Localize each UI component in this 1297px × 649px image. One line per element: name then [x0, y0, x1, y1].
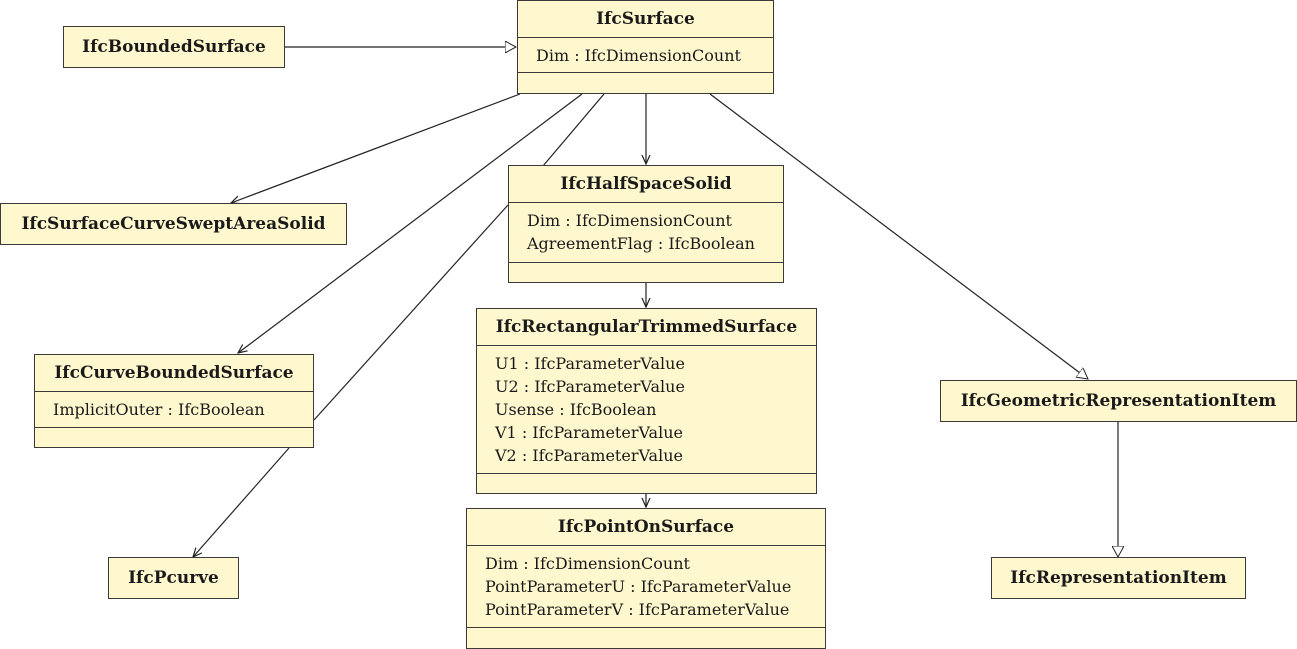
edge-surface-to-pcurve-middle: [313, 204, 509, 421]
class-operations: [518, 72, 773, 93]
class-name: IfcHalfSpaceSolid: [560, 174, 732, 194]
class-attributes: Dim : IfcDimensionCount AgreementFlag : …: [509, 202, 783, 264]
attribute: Usense : IfcBoolean: [495, 400, 657, 419]
edge-surface-to-geometric-item: [709, 93, 1088, 379]
attribute: AgreementFlag : IfcBoolean: [527, 234, 755, 253]
attribute: V1 : IfcParameterValue: [495, 423, 683, 442]
class-ifc-point-on-surface[interactable]: IfcPointOnSurface Dim : IfcDimensionCoun…: [466, 508, 826, 649]
class-ifc-pcurve[interactable]: IfcPcurve: [108, 557, 239, 599]
class-operations: [509, 262, 783, 282]
edge-surface-to-pcurve: [542, 93, 605, 167]
class-ifc-surface-curve-swept-area-solid[interactable]: IfcSurfaceCurveSweptAreaSolid: [0, 203, 347, 245]
class-attributes: Dim : IfcDimensionCount: [518, 37, 773, 75]
class-name: IfcBoundedSurface: [82, 37, 266, 57]
attribute: ImplicitOuter : IfcBoolean: [53, 400, 265, 419]
class-attributes: Dim : IfcDimensionCount PointParameterU …: [467, 545, 825, 629]
class-name: IfcSurface: [596, 9, 695, 29]
class-ifc-representation-item[interactable]: IfcRepresentationItem: [991, 557, 1246, 599]
attribute: PointParameterU : IfcParameterValue: [485, 577, 792, 596]
class-name: IfcPcurve: [128, 568, 219, 588]
edge-surface-to-curve-bounded-surface: [238, 93, 583, 353]
class-name: IfcGeometricRepresentationItem: [960, 391, 1277, 411]
attribute: U1 : IfcParameterValue: [495, 354, 685, 373]
class-ifc-surface[interactable]: IfcSurface Dim : IfcDimensionCount: [517, 0, 774, 94]
class-name: IfcRectangularTrimmedSurface: [495, 317, 798, 337]
class-name: IfcPointOnSurface: [557, 517, 735, 537]
class-operations: [477, 473, 816, 493]
class-name: IfcSurfaceCurveSweptAreaSolid: [21, 214, 326, 234]
attribute: V2 : IfcParameterValue: [495, 446, 683, 465]
attribute: Dim : IfcDimensionCount: [485, 554, 690, 573]
edge-surface-to-pcurve-end: [193, 447, 290, 557]
attribute: U2 : IfcParameterValue: [495, 377, 685, 396]
attribute: PointParameterV : IfcParameterValue: [485, 600, 790, 619]
class-name: IfcRepresentationItem: [1010, 568, 1227, 588]
class-ifc-curve-bounded-surface[interactable]: IfcCurveBoundedSurface ImplicitOuter : I…: [34, 354, 314, 448]
class-name: IfcCurveBoundedSurface: [54, 363, 294, 383]
class-attributes: ImplicitOuter : IfcBoolean: [35, 391, 313, 430]
class-ifc-half-space-solid[interactable]: IfcHalfSpaceSolid Dim : IfcDimensionCoun…: [508, 165, 784, 283]
edge-surface-to-swept-area-solid: [231, 93, 521, 203]
class-ifc-rectangular-trimmed-surface[interactable]: IfcRectangularTrimmedSurface U1 : IfcPar…: [476, 308, 817, 494]
attribute: Dim : IfcDimensionCount: [527, 211, 732, 230]
class-attributes: U1 : IfcParameterValue U2 : IfcParameter…: [477, 345, 816, 475]
class-ifc-geometric-representation-item[interactable]: IfcGeometricRepresentationItem: [940, 380, 1297, 422]
attribute: Dim : IfcDimensionCount: [536, 46, 741, 65]
class-operations: [35, 427, 313, 447]
class-ifc-bounded-surface[interactable]: IfcBoundedSurface: [63, 26, 285, 68]
class-operations: [467, 627, 825, 648]
